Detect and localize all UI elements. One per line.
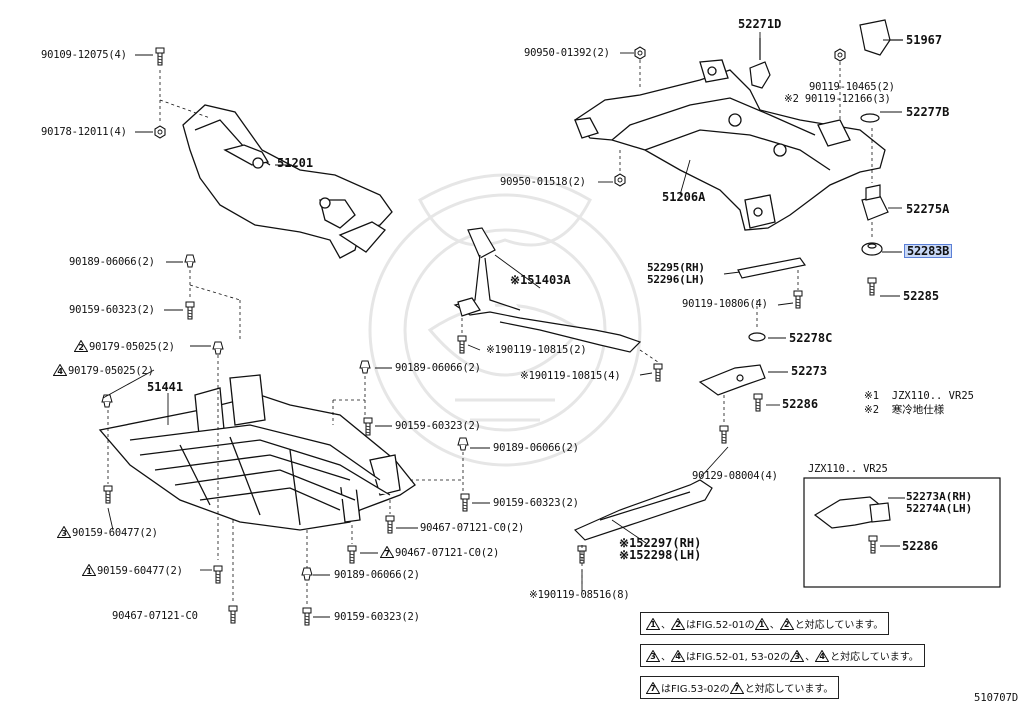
part-52277B-shape: [860, 113, 880, 123]
callout-51201: 51201: [277, 156, 314, 170]
callout-52275A: 52275A: [906, 202, 950, 216]
callout-90159-60323-d: 90159-60323(2): [334, 611, 420, 623]
triangle-7-icon: 7: [380, 546, 394, 558]
callout-151403A: ※151403A: [510, 273, 571, 287]
callout-52286-b: 52286: [902, 539, 939, 553]
callout-52296: 52296(LH): [647, 273, 705, 286]
callout-52283B[interactable]: 52283B: [904, 244, 953, 258]
triangle-4-icon: 4: [815, 650, 830, 662]
callout-51206A: 51206A: [662, 190, 706, 204]
callout-52273A: 52273A(RH): [906, 490, 973, 503]
callout-90119-10806: 90119-10806(4): [682, 298, 768, 310]
callout-90119-10815-b: ※190119-10815(4): [520, 370, 621, 382]
callout-90119-12166: ※2 90119-12166(3): [784, 93, 891, 105]
callout-152297: ※152297(RH): [619, 536, 702, 550]
triangle-2-icon: 2: [671, 618, 685, 630]
part-51206A-shape: [574, 59, 886, 231]
callout-52277B: 52277B: [906, 105, 950, 119]
triangle-1-icon: 1: [82, 564, 96, 576]
callout-90109-12075: 90109-12075(4): [41, 49, 127, 61]
callout-90467-07121-c: 90467-07121-C0: [112, 610, 198, 622]
callout-90178-12011: 90178-12011(4): [41, 126, 127, 138]
inset-title: JZX110.. VR25: [808, 463, 888, 475]
figure-id: 510707D: [974, 692, 1019, 704]
callout-52271D: 52271D: [738, 17, 782, 31]
triangle-4-icon: 4: [53, 364, 67, 376]
triangle-7-icon: 7: [729, 682, 744, 694]
callout-90189-06066-a: 90189-06066(2): [69, 256, 155, 268]
triangle-4-icon: 4: [671, 650, 685, 662]
part-152297-shape: [573, 479, 713, 541]
triangle-3-icon: 3: [57, 526, 71, 538]
legend-ref2: ※2 寒冷地仕様: [864, 404, 945, 416]
callout-90189-06066-c: 90189-06066(2): [493, 442, 579, 454]
triangle-2-icon: 2: [74, 340, 88, 352]
inset-bracket-shape: [813, 496, 891, 529]
triangle-3-icon: 3: [646, 650, 660, 662]
callout-90159-60323-c: 90159-60323(2): [493, 497, 579, 509]
callout-52273: 52273: [791, 364, 828, 378]
callout-90189-06066-b: 90189-06066(2): [395, 362, 481, 374]
legend-ref1: ※1 JZX110.. VR25: [864, 390, 974, 402]
callout-52278C: 52278C: [789, 331, 833, 345]
callout-90119-10465: 90119-10465(2): [809, 81, 895, 93]
callout-90950-01518: 90950-01518(2): [500, 176, 586, 188]
part-52275A-shape: [861, 184, 889, 221]
triangle-2-icon: 2: [779, 618, 794, 630]
callout-90950-01392: 90950-01392(2): [524, 47, 610, 59]
callout-51967: 51967: [906, 33, 943, 47]
part-151403A-shape: [453, 227, 642, 353]
triangle-7-icon: 7: [646, 682, 660, 694]
triangle-3-icon: 3: [790, 650, 805, 662]
part-51967-shape: [859, 19, 903, 56]
callout-52274A: 52274A(LH): [906, 502, 973, 515]
callout-52285: 52285: [903, 289, 940, 303]
callout-90189-06066-d: 90189-06066(2): [334, 569, 420, 581]
callout-152298: ※152298(LH): [619, 548, 702, 562]
callout-90119-10815-a: ※190119-10815(2): [486, 344, 587, 356]
part-52283B-shape: [861, 242, 883, 256]
callout-90467-07121-a: 90467-07121-C0(2): [420, 522, 525, 534]
triangle-1-icon: 1: [754, 618, 769, 630]
callout-90159-60323-a: 90159-60323(2): [69, 304, 155, 316]
inset-frame: [803, 477, 1001, 588]
part-52271D-shape: [749, 38, 771, 89]
part-52273-shape: [698, 364, 766, 396]
callout-90159-60323-b: 90159-60323(2): [395, 420, 481, 432]
triangle-1-icon: 1: [646, 618, 660, 630]
part-52295-shape: [737, 257, 807, 279]
callout-52286-a: 52286: [782, 397, 819, 411]
callout-51441: 51441: [147, 380, 184, 394]
callout-52295: 52295(RH): [647, 261, 705, 274]
part-51201-shape: [182, 104, 393, 259]
callout-90119-08516: ※190119-08516(8): [529, 589, 630, 601]
part-51441-shape: [98, 374, 416, 531]
callout-90129-08004: 90129-08004(4): [692, 470, 778, 482]
part-52278C-shape: [748, 332, 766, 342]
